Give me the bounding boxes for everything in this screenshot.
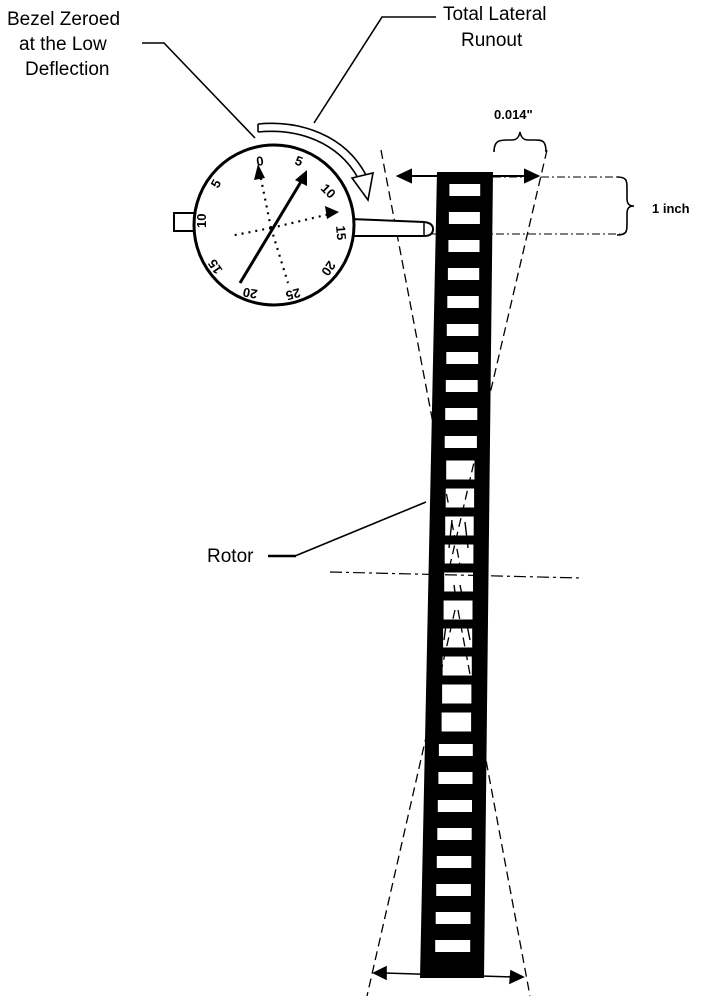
- rotor-window: [445, 488, 475, 508]
- dial-num: 25: [284, 285, 302, 303]
- runout-label-line1: Total Lateral: [443, 4, 547, 25]
- rotor-window: [436, 856, 472, 868]
- distance-label: 1 inch: [652, 201, 690, 216]
- bezel-label-line1: Bezel Zeroed: [7, 9, 121, 30]
- upper-runout-cone: [380, 149, 548, 566]
- measurement-label: 0.014": [494, 107, 533, 122]
- rotor-window: [448, 240, 480, 252]
- dial-indicator: 0 5 10 15 20 25 20 15 10 5: [173, 143, 435, 307]
- rotor-window: [435, 912, 471, 924]
- rotor-window: [447, 268, 480, 280]
- rotor-window: [438, 772, 473, 784]
- dial-num: 20: [318, 258, 339, 278]
- upper-double-arrow: [395, 168, 541, 184]
- dial-num: 20: [242, 285, 259, 302]
- dial-dotted-pointers: [229, 173, 331, 284]
- bezel-leader: [142, 42, 256, 139]
- runout-leader: [313, 16, 436, 124]
- lower-runout-cone: [366, 609, 531, 997]
- rotor-windows: [435, 184, 481, 952]
- rotor-window: [435, 940, 471, 952]
- rotor-window: [449, 184, 481, 196]
- dial-plunger: [349, 217, 435, 237]
- measurement-brace: [493, 131, 547, 153]
- leader-lines: [142, 16, 436, 558]
- cone-line-lower-left: [366, 609, 456, 997]
- rotor-window: [444, 544, 474, 564]
- dial-num: 10: [194, 214, 209, 228]
- one-inch-dimension: [432, 176, 635, 236]
- cone-line-upper-right: [449, 149, 548, 566]
- rotor-window: [444, 572, 473, 592]
- bezel-label-line3: Deflection: [25, 59, 110, 80]
- rotor-window: [442, 656, 472, 676]
- cone-line-lower-right: [457, 609, 531, 997]
- rotor-window: [444, 436, 477, 448]
- dial-num: 5: [293, 153, 305, 170]
- dial-needle: [238, 170, 307, 284]
- rotor-window: [437, 828, 472, 840]
- rotor-window: [445, 380, 478, 392]
- rotor-window: [446, 352, 479, 364]
- dial-dotted-arrowheads: [254, 164, 339, 219]
- rotation-arrow: [257, 122, 375, 202]
- dial-num: 15: [205, 256, 226, 276]
- rotor-window: [441, 712, 472, 732]
- center-ticks: [443, 519, 471, 641]
- rotor-window: [438, 744, 473, 756]
- rotor-window: [446, 460, 475, 480]
- rotor-label: Rotor: [207, 546, 254, 567]
- runout-label-line2: Runout: [461, 30, 523, 51]
- rotor-window: [448, 212, 480, 224]
- rotor-window: [436, 884, 471, 896]
- dial-num: 0: [255, 153, 264, 169]
- rotor-centerline: [329, 571, 583, 579]
- cone-line-upper-left: [380, 149, 461, 566]
- dial-num: 15: [333, 225, 349, 241]
- lower-double-arrow: [372, 965, 525, 985]
- rotor-window: [437, 800, 472, 812]
- rotor-window: [446, 324, 479, 336]
- rotor-leader: [294, 501, 427, 557]
- one-inch-brace: [616, 176, 635, 236]
- rotor-window: [447, 296, 479, 308]
- rotor-window: [445, 408, 478, 420]
- bezel-label-line2: at the Low: [19, 34, 107, 55]
- rotor-window: [442, 684, 472, 704]
- rotor-window: [443, 628, 473, 648]
